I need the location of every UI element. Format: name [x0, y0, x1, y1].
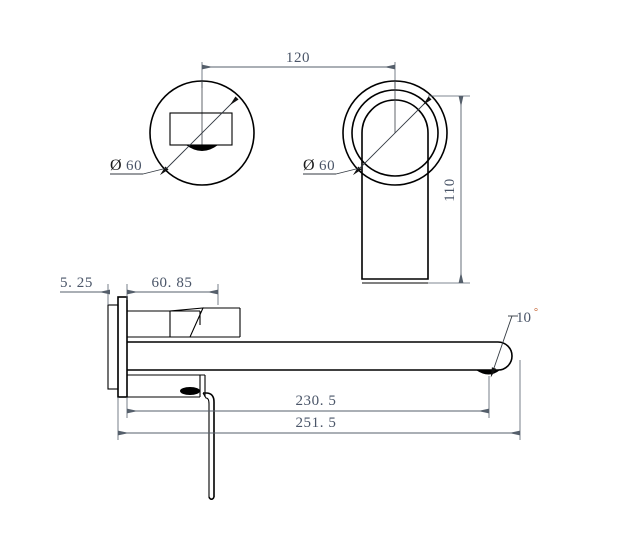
- diameter-symbol-spout: Ø: [303, 157, 315, 174]
- diameter-label-spout: 60: [319, 158, 335, 174]
- lever-joint-marker: [180, 387, 200, 395]
- dimension-525-group: 5. 25: [60, 275, 128, 305]
- front-view-handle-plate: Ø 60: [110, 80, 255, 186]
- lever-arm-inner: [202, 392, 210, 497]
- degree-symbol-icon: °: [534, 307, 538, 318]
- dimension-6085-group: 60. 85: [127, 275, 219, 305]
- dimension-2305-group: 230. 5: [126, 376, 490, 418]
- diameter-leader-handle: [159, 96, 239, 176]
- lever-shadow-crescent: [186, 145, 218, 151]
- angle-label-10: 10: [516, 310, 531, 326]
- diameter-leader-tail-spout: [335, 167, 361, 175]
- dimension-2515-group: 251. 5: [117, 360, 521, 440]
- lever-handle-rect: [169, 112, 233, 146]
- dimension-120-group: 120: [201, 50, 396, 88]
- angle-leader-line: [490, 315, 513, 378]
- dimension-110-group: 110: [428, 95, 470, 284]
- diameter-leader-spout: [352, 96, 432, 176]
- diameter-symbol-handle: Ø: [110, 157, 122, 174]
- lever-wedge: [169, 307, 204, 338]
- dimension-label-2515: 251. 5: [295, 415, 336, 431]
- dimension-label-110: 110: [442, 178, 458, 202]
- lever-arm-outer: [203, 392, 215, 497]
- spout-tip-round: [497, 341, 513, 371]
- spout-outlet-marker: [476, 370, 500, 375]
- lever-arm-tip: [208, 496, 215, 501]
- diameter-label-handle: 60: [126, 158, 142, 174]
- side-view-assembly: 5. 25 60. 85 230. 5 251. 5: [60, 275, 538, 501]
- wall-flange-plate: [117, 296, 128, 398]
- dimension-label-6085: 60. 85: [151, 275, 192, 291]
- angle-callout-10deg-group: 10 °: [490, 307, 538, 378]
- front-view-spout-plate: Ø 60: [303, 80, 448, 284]
- dimension-label-120: 120: [286, 50, 310, 66]
- dimension-label-2305: 230. 5: [295, 393, 336, 409]
- wall-flange-inner: [107, 304, 119, 390]
- dimension-label-525: 5. 25: [60, 275, 93, 291]
- diameter-leader-tail-handle: [142, 167, 168, 175]
